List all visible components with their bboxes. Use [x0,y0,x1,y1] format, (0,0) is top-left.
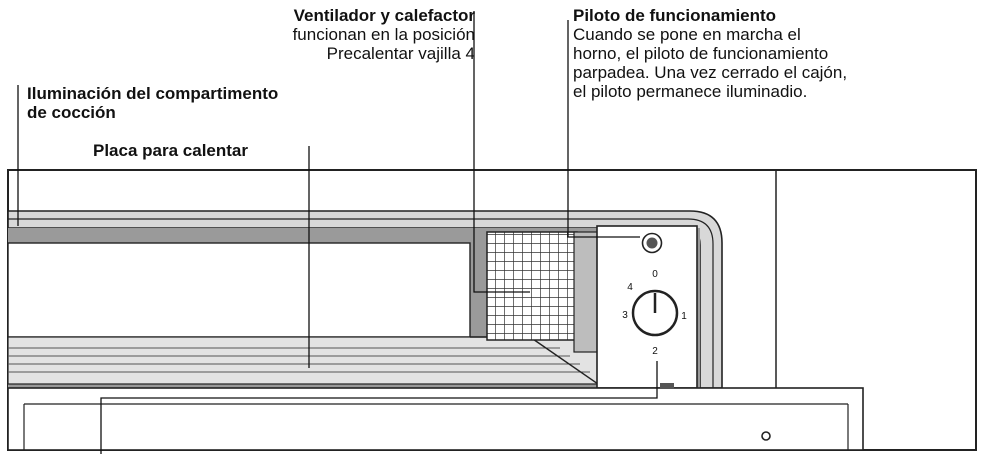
dial-mark-3: 3 [622,310,628,321]
label-fan-heater-line: funcionan en la posición [292,25,475,44]
label-indicator-lamp: Piloto de funcionamiento Cuando se pone … [573,6,847,101]
dial-mark-2: 2 [652,346,658,357]
drawer-floor [7,336,599,385]
label-indicator-lamp-line: parpadea. Una vez cerrado el cajón, [573,63,848,82]
drawer-screw [761,431,771,441]
label-warming-plate: Placa para calentar [93,141,248,160]
label-indicator-lamp-title: Piloto de funcionamiento [573,6,777,25]
dial-mark-4: 4 [627,282,633,293]
label-fan-heater: Ventilador y calefactor funcionan en la … [293,6,475,63]
label-compartment-light-line: de cocción [27,103,116,122]
label-compartment-light-line: Iluminación del compartimento [27,84,279,103]
leader-fan [473,11,530,293]
label-compartment-light: Iluminación del compartimento de cocción [27,84,278,122]
drawer-front [7,387,864,451]
leader-lines [17,11,658,454]
label-fan-heater-line: Precalentar vajilla 4 [326,44,475,63]
label-fan-heater-title: Ventilador y calefactor [293,6,475,25]
label-indicator-lamp-line: Cuando se pone en marcha el [573,25,801,44]
control-panel [596,225,698,389]
label-warming-plate-title: Placa para calentar [93,141,248,160]
dial-mark-1: 1 [681,311,687,322]
leader-switch [100,361,658,454]
indicator-lamp [646,237,658,249]
label-indicator-lamp-line: horno, el piloto de funcionamiento [573,44,829,63]
fan-grille [486,231,578,341]
label-indicator-lamp-line: el piloto permanece iluminadio. [573,82,808,101]
dial-mark-0: 0 [652,269,658,280]
leader-lamp [567,20,640,238]
warming-plate [7,242,471,338]
